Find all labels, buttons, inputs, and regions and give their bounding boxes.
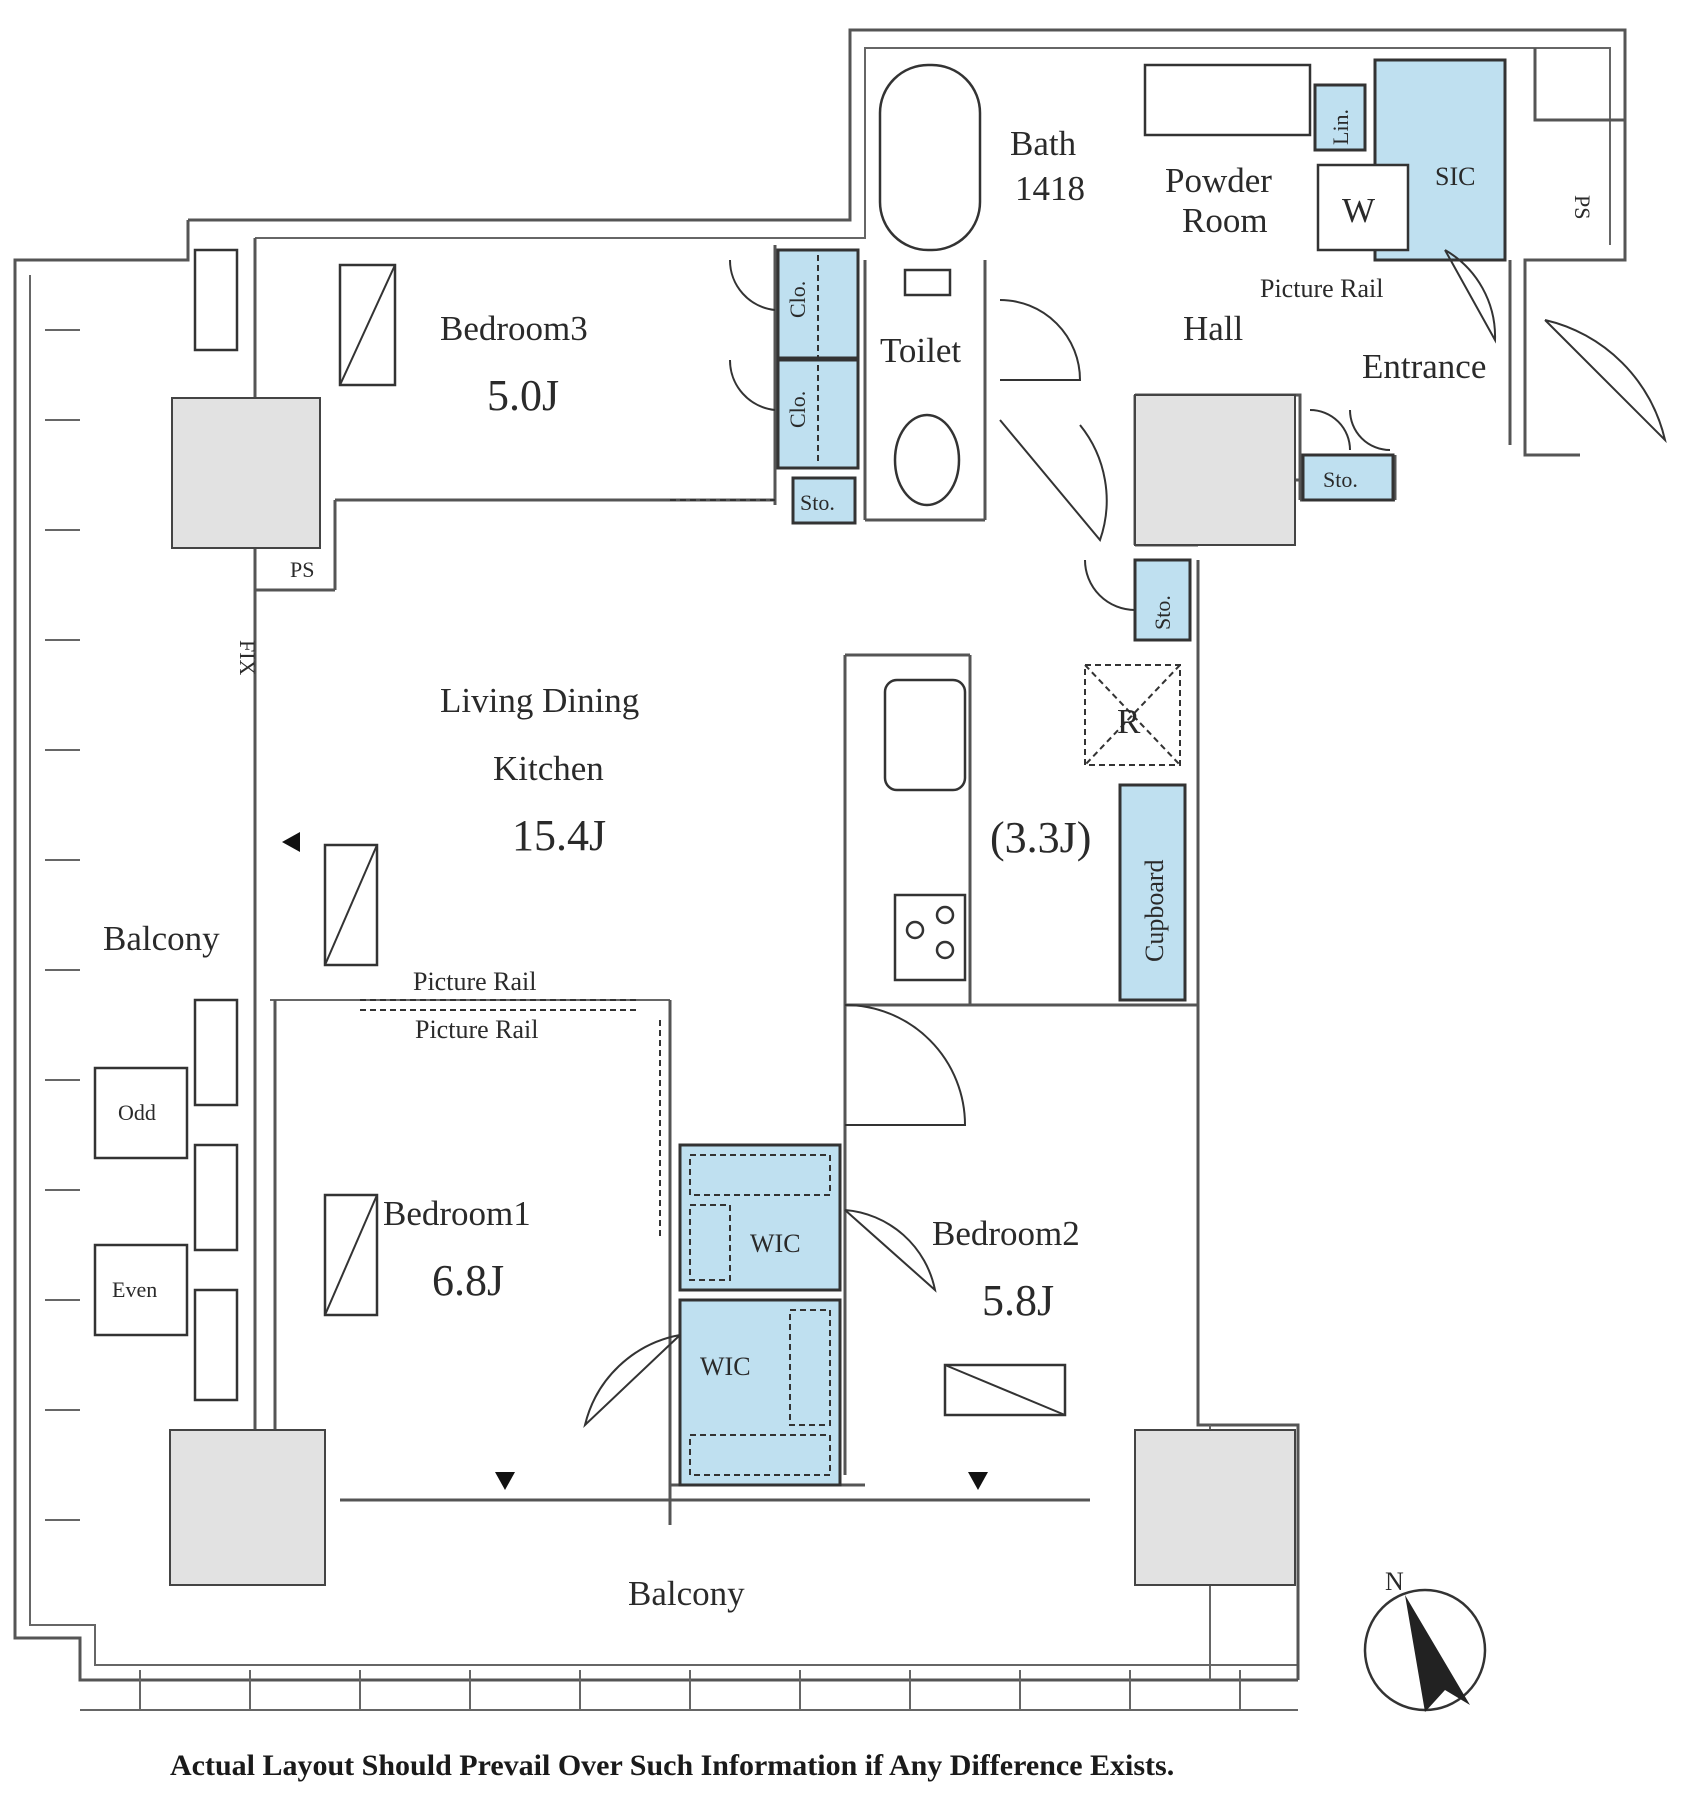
ac-unit-1 [193,248,239,352]
toilet-label: Toilet [880,331,961,370]
linen-closet [1313,83,1367,152]
wic-1 [678,1143,842,1292]
ac-unit-3 [193,1143,239,1252]
wic-2-label: WIC [700,1352,751,1381]
cupboard [1118,783,1187,1002]
wic-2 [678,1298,842,1487]
cupboard-label: Cupboard [1140,859,1169,962]
balcony-west-label: Balcony [103,919,220,958]
balcony-south-label: Balcony [628,1574,745,1613]
compass-needle-icon [1405,1595,1470,1712]
pillar-nw [171,397,321,549]
window-markers [282,832,988,1490]
bedroom3-label: Bedroom3 [440,309,588,348]
ps-label-2: PS [1570,195,1595,219]
hall-label: Hall [1183,309,1244,348]
pillar-sw [169,1429,326,1586]
bedroom1-area: 6.8J [432,1256,504,1305]
pillar-se [1134,1429,1296,1586]
ac-unit-4 [193,1288,239,1402]
powder-room-label-1: Powder [1165,161,1272,200]
storage-bedroom3 [791,476,857,525]
bedroom2-label: Bedroom2 [932,1214,1080,1253]
ldk-label-2: Kitchen [493,749,604,788]
sink-counter [1143,63,1312,137]
toilet-tank [903,268,952,297]
ac-unit-2 [193,998,239,1107]
washer-label: W [1342,191,1375,230]
bath-size: 1418 [1015,169,1085,208]
pillar-center [1134,394,1296,546]
balcony-railing [45,329,1298,1711]
storage-units [678,58,1507,1487]
fridge-label: R [1117,702,1141,741]
closet-1-label: Clo. [785,281,810,318]
bath-label: Bath [1010,124,1077,163]
doors [583,249,1667,1429]
ps-label-1: PS [290,557,314,582]
washer [1316,163,1410,252]
entrance-label: Entrance [1362,347,1486,386]
bedroom3-area: 5.0J [487,371,559,420]
picture-rail-label-3: Picture Rail [1260,274,1383,303]
storage-kitchen-label: Sto. [1150,595,1175,630]
shoe-closet [1373,58,1507,262]
ldk-area: 15.4J [512,811,606,860]
odd-unit [93,1066,189,1160]
bedroom2-area: 5.8J [982,1276,1054,1325]
storage-entrance [1301,453,1395,502]
kitchen-sink [883,678,967,792]
even-label: Even [112,1277,157,1302]
compass: N [1363,1567,1487,1712]
even-unit [93,1243,189,1337]
ldk-label-1: Living Dining [440,681,639,720]
shoe-closet-label: SIC [1435,162,1475,191]
storage-bedroom3-label: Sto. [800,490,835,515]
linen-label: Lin. [1328,109,1353,145]
odd-label: Odd [118,1100,156,1125]
storage-kitchen [1133,558,1192,642]
compass-north-label: N [1385,1567,1404,1596]
fixtures [93,63,1410,1417]
pillars [169,394,1296,1586]
closet-2-label: Clo. [785,391,810,428]
bathtub [878,63,982,252]
wic-1-label: WIC [750,1229,801,1258]
storage-entrance-label: Sto. [1323,467,1358,492]
cooktop [893,893,967,982]
picture-rail-label-2: Picture Rail [415,1015,538,1044]
kitchen-area: (3.3J) [990,813,1091,862]
powder-room-label-2: Room [1182,201,1268,240]
toilet-bowl [893,413,961,507]
picture-rail-label-1: Picture Rail [413,967,536,996]
fix-label: FIX [235,640,260,676]
picture-rails [360,499,775,1240]
interior-walls [253,238,1512,1540]
bedroom1-label: Bedroom1 [383,1194,531,1233]
footnote: Actual Layout Should Prevail Over Such I… [170,1749,1174,1782]
